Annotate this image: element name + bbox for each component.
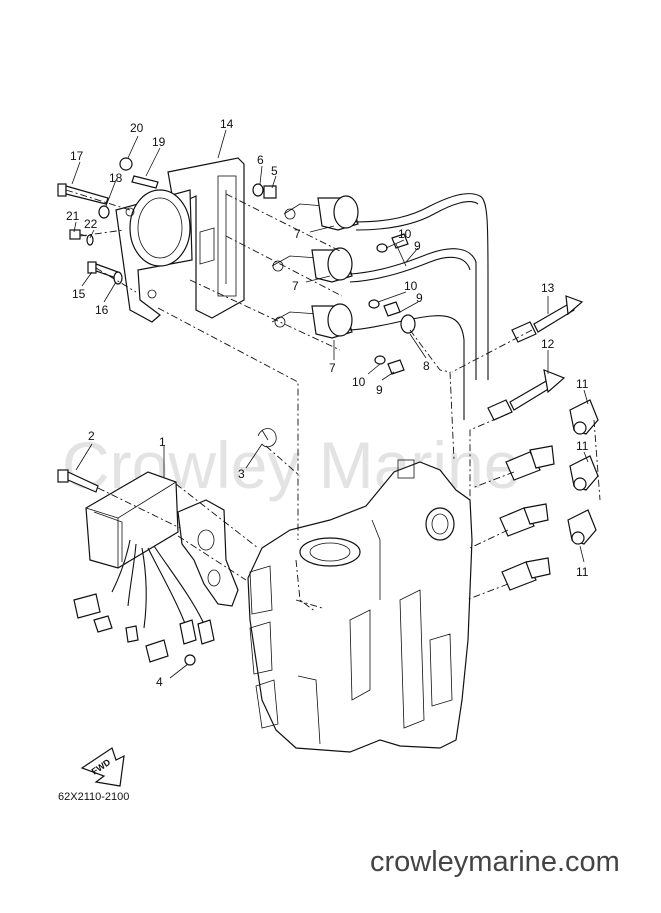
ignition-coil-middle[interactable] [271,247,477,380]
callout-16: 16 [95,303,109,317]
callout-6: 6 [257,153,264,167]
callout-8: 8 [423,359,430,373]
callout-10-third: 10 [352,375,366,389]
callout-1: 1 [159,435,166,449]
spark-plug-bottom[interactable] [501,557,551,591]
assembly-lines [65,189,601,609]
wire-harness[interactable] [73,539,215,666]
bolt-9-middle[interactable] [383,301,401,317]
grommet-8[interactable] [400,314,416,334]
washer-22[interactable] [86,234,94,246]
callout-15: 15 [72,287,86,301]
callout-11-second: 11 [576,439,589,453]
callout-9-second: 9 [416,291,423,305]
high-tension-lead-12[interactable] [487,369,566,421]
nut-20[interactable] [119,157,133,171]
bolt-2[interactable] [57,469,99,493]
callout-14: 14 [220,117,234,131]
callout-4: 4 [156,675,163,689]
callout-9: 9 [414,239,421,253]
callout-18: 18 [109,171,123,185]
callout-5: 5 [271,164,278,178]
callout-9-third: 9 [376,383,383,397]
washer-18[interactable] [98,205,110,219]
fwd-arrow: FWD [80,747,125,787]
pulser-coil[interactable] [177,499,239,607]
callout-7: 7 [294,227,301,241]
callout-labels: 1 2 3 4 5 6 7 7 7 8 9 9 9 10 10 10 11 11… [66,117,589,689]
bolt-21[interactable] [69,229,87,240]
diagram-code: 62X2110-2100 [58,791,129,803]
callout-10: 10 [398,227,412,241]
callout-17: 17 [70,149,84,163]
callout-21: 21 [66,209,80,223]
spark-plug-top[interactable] [505,445,555,481]
collar-6[interactable] [252,183,264,197]
callout-19: 19 [152,135,166,149]
washer-10-bottom[interactable] [374,355,386,365]
callout-2: 2 [88,429,95,443]
washer-10-middle[interactable] [368,299,380,309]
bolt-15[interactable] [87,261,119,279]
bolt-9-bottom[interactable] [387,359,405,375]
engine-block [247,459,473,753]
callout-3: 3 [238,467,245,481]
callout-12: 12 [541,337,555,351]
plug-cap-11-bottom[interactable] [567,509,597,545]
washer-10-top[interactable] [376,243,388,253]
plug-cap-11-top[interactable] [569,399,599,435]
callout-22: 22 [84,217,98,231]
callout-11-third: 11 [576,565,589,579]
cdi-unit[interactable] [85,471,179,569]
screw-19[interactable] [131,175,159,189]
callout-7-third: 7 [329,361,336,375]
spark-plug-middle[interactable] [499,503,549,537]
callout-11: 11 [576,377,589,391]
callout-20: 20 [130,121,144,135]
ignition-bracket[interactable] [115,157,245,323]
plug-cap-11-middle[interactable] [569,455,599,491]
high-tension-lead-13[interactable] [511,295,584,343]
bolt-9-top[interactable] [391,233,409,267]
washer-16[interactable] [113,271,123,285]
site-url[interactable]: crowleymarine.com [370,846,620,878]
grommet-5[interactable] [263,185,277,199]
ignition-coil-bottom[interactable] [271,303,465,420]
ignition-coil-top[interactable] [283,193,489,380]
callout-10-second: 10 [404,279,418,293]
leader-lines [71,129,589,679]
callout-7-second: 7 [292,279,299,293]
callout-13: 13 [541,281,555,295]
